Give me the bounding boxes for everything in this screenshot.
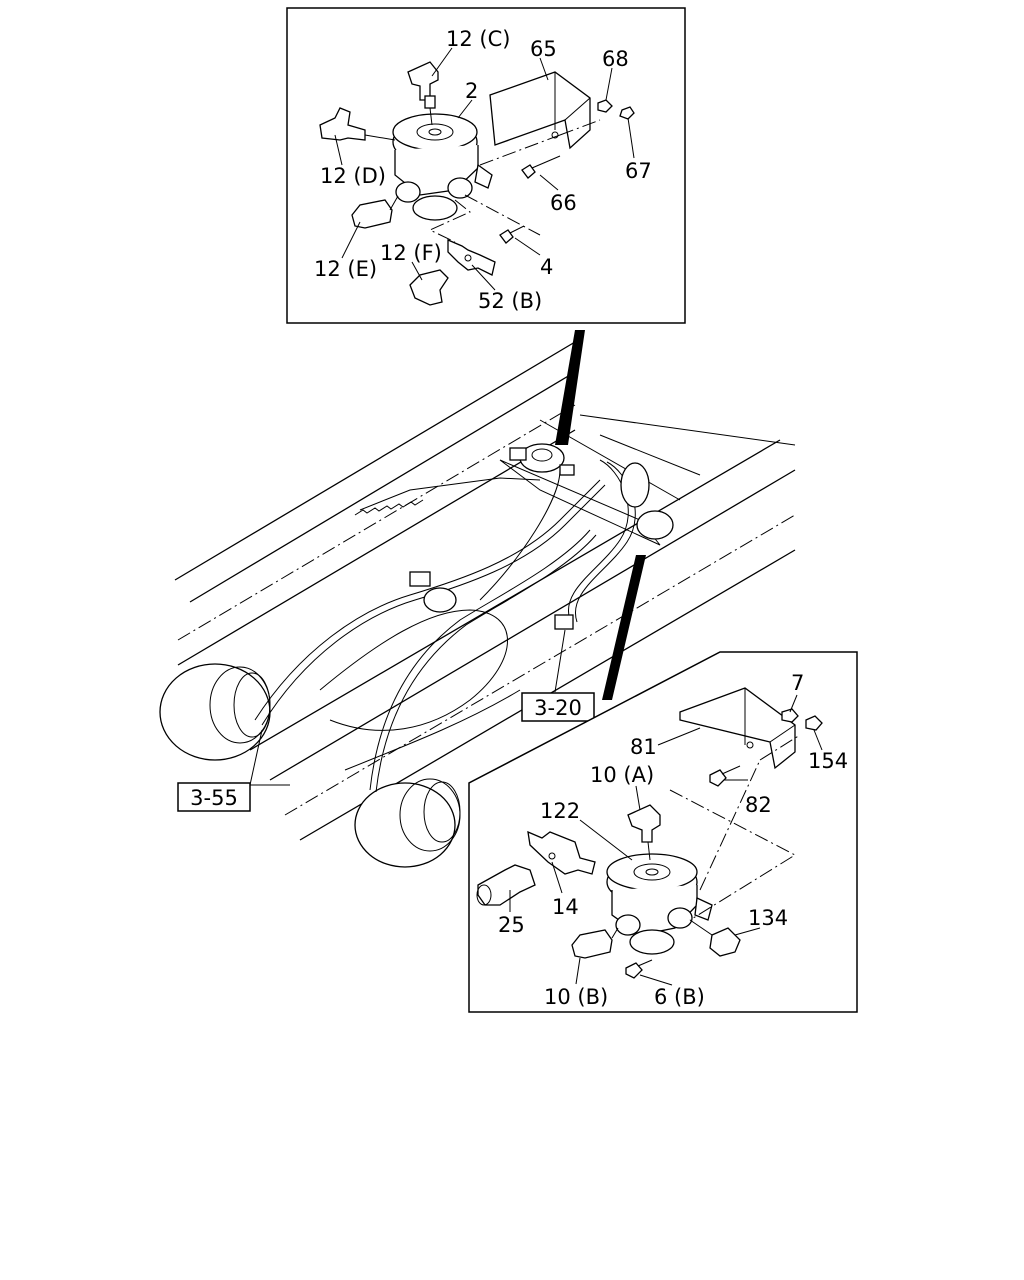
bottom-callout-leader xyxy=(602,555,646,700)
label-122: 122 xyxy=(540,799,580,823)
tee-14 xyxy=(527,830,596,875)
left-brake-chamber xyxy=(159,663,271,761)
nut-154 xyxy=(805,715,823,731)
top-inset: 12 (C) 65 68 2 12 (D) 67 66 12 (E) 12 (F… xyxy=(286,7,686,324)
label-65: 65 xyxy=(530,37,557,61)
tee-52b xyxy=(447,239,496,276)
elbow-12f xyxy=(409,269,449,306)
fitting-12c xyxy=(407,61,439,126)
bolt-66 xyxy=(521,155,561,179)
relay-valve-122 xyxy=(606,853,713,955)
reference-3-55-label: 3-55 xyxy=(190,786,238,810)
elbow-10a xyxy=(627,804,661,861)
label-25: 25 xyxy=(498,913,525,937)
reference-3-20[interactable]: 3-20 xyxy=(521,692,595,722)
bracket-65 xyxy=(489,71,591,150)
fitting-12e xyxy=(351,195,399,229)
label-82: 82 xyxy=(745,793,772,817)
label-154: 154 xyxy=(808,749,848,773)
nut-67 xyxy=(619,106,635,120)
label-2: 2 xyxy=(465,79,478,103)
relay-valve-2 xyxy=(392,113,493,221)
nut-7 xyxy=(781,708,799,723)
label-12c: 12 (C) xyxy=(446,27,510,51)
label-81: 81 xyxy=(630,735,657,759)
air-lines xyxy=(254,459,636,793)
bottom-inset: 7 81 154 10 (A) 82 122 25 14 134 10 (B) … xyxy=(468,651,858,1013)
nut-68 xyxy=(597,99,613,113)
label-10b: 10 (B) xyxy=(544,985,608,1009)
fitting-12d xyxy=(319,107,396,141)
label-12f: 12 (F) xyxy=(380,241,442,265)
label-14: 14 xyxy=(552,895,579,919)
label-12d: 12 (D) xyxy=(320,164,386,188)
label-4: 4 xyxy=(540,255,553,279)
right-brake-chamber xyxy=(354,778,461,868)
bolt-82 xyxy=(709,765,741,787)
fitting-25 xyxy=(476,864,536,906)
label-7: 7 xyxy=(791,671,804,695)
label-10a: 10 (A) xyxy=(590,763,654,787)
bolt-6b xyxy=(625,959,653,979)
label-68: 68 xyxy=(602,47,629,71)
top-callout-leader xyxy=(555,330,585,445)
relay-valve-assembly xyxy=(409,443,674,630)
label-67: 67 xyxy=(625,159,652,183)
fitting-10b xyxy=(571,927,619,959)
chassis-illustration xyxy=(159,330,796,868)
bolt-4 xyxy=(499,225,525,244)
reference-3-20-label: 3-20 xyxy=(534,696,582,720)
label-6b: 6 (B) xyxy=(654,985,705,1009)
bracket-81 xyxy=(679,687,796,770)
plug-134 xyxy=(689,919,741,957)
label-12e: 12 (E) xyxy=(314,257,377,281)
label-134: 134 xyxy=(748,906,788,930)
label-66: 66 xyxy=(550,191,577,215)
reference-3-55[interactable]: 3-55 xyxy=(177,782,251,812)
label-52b: 52 (B) xyxy=(478,289,542,313)
